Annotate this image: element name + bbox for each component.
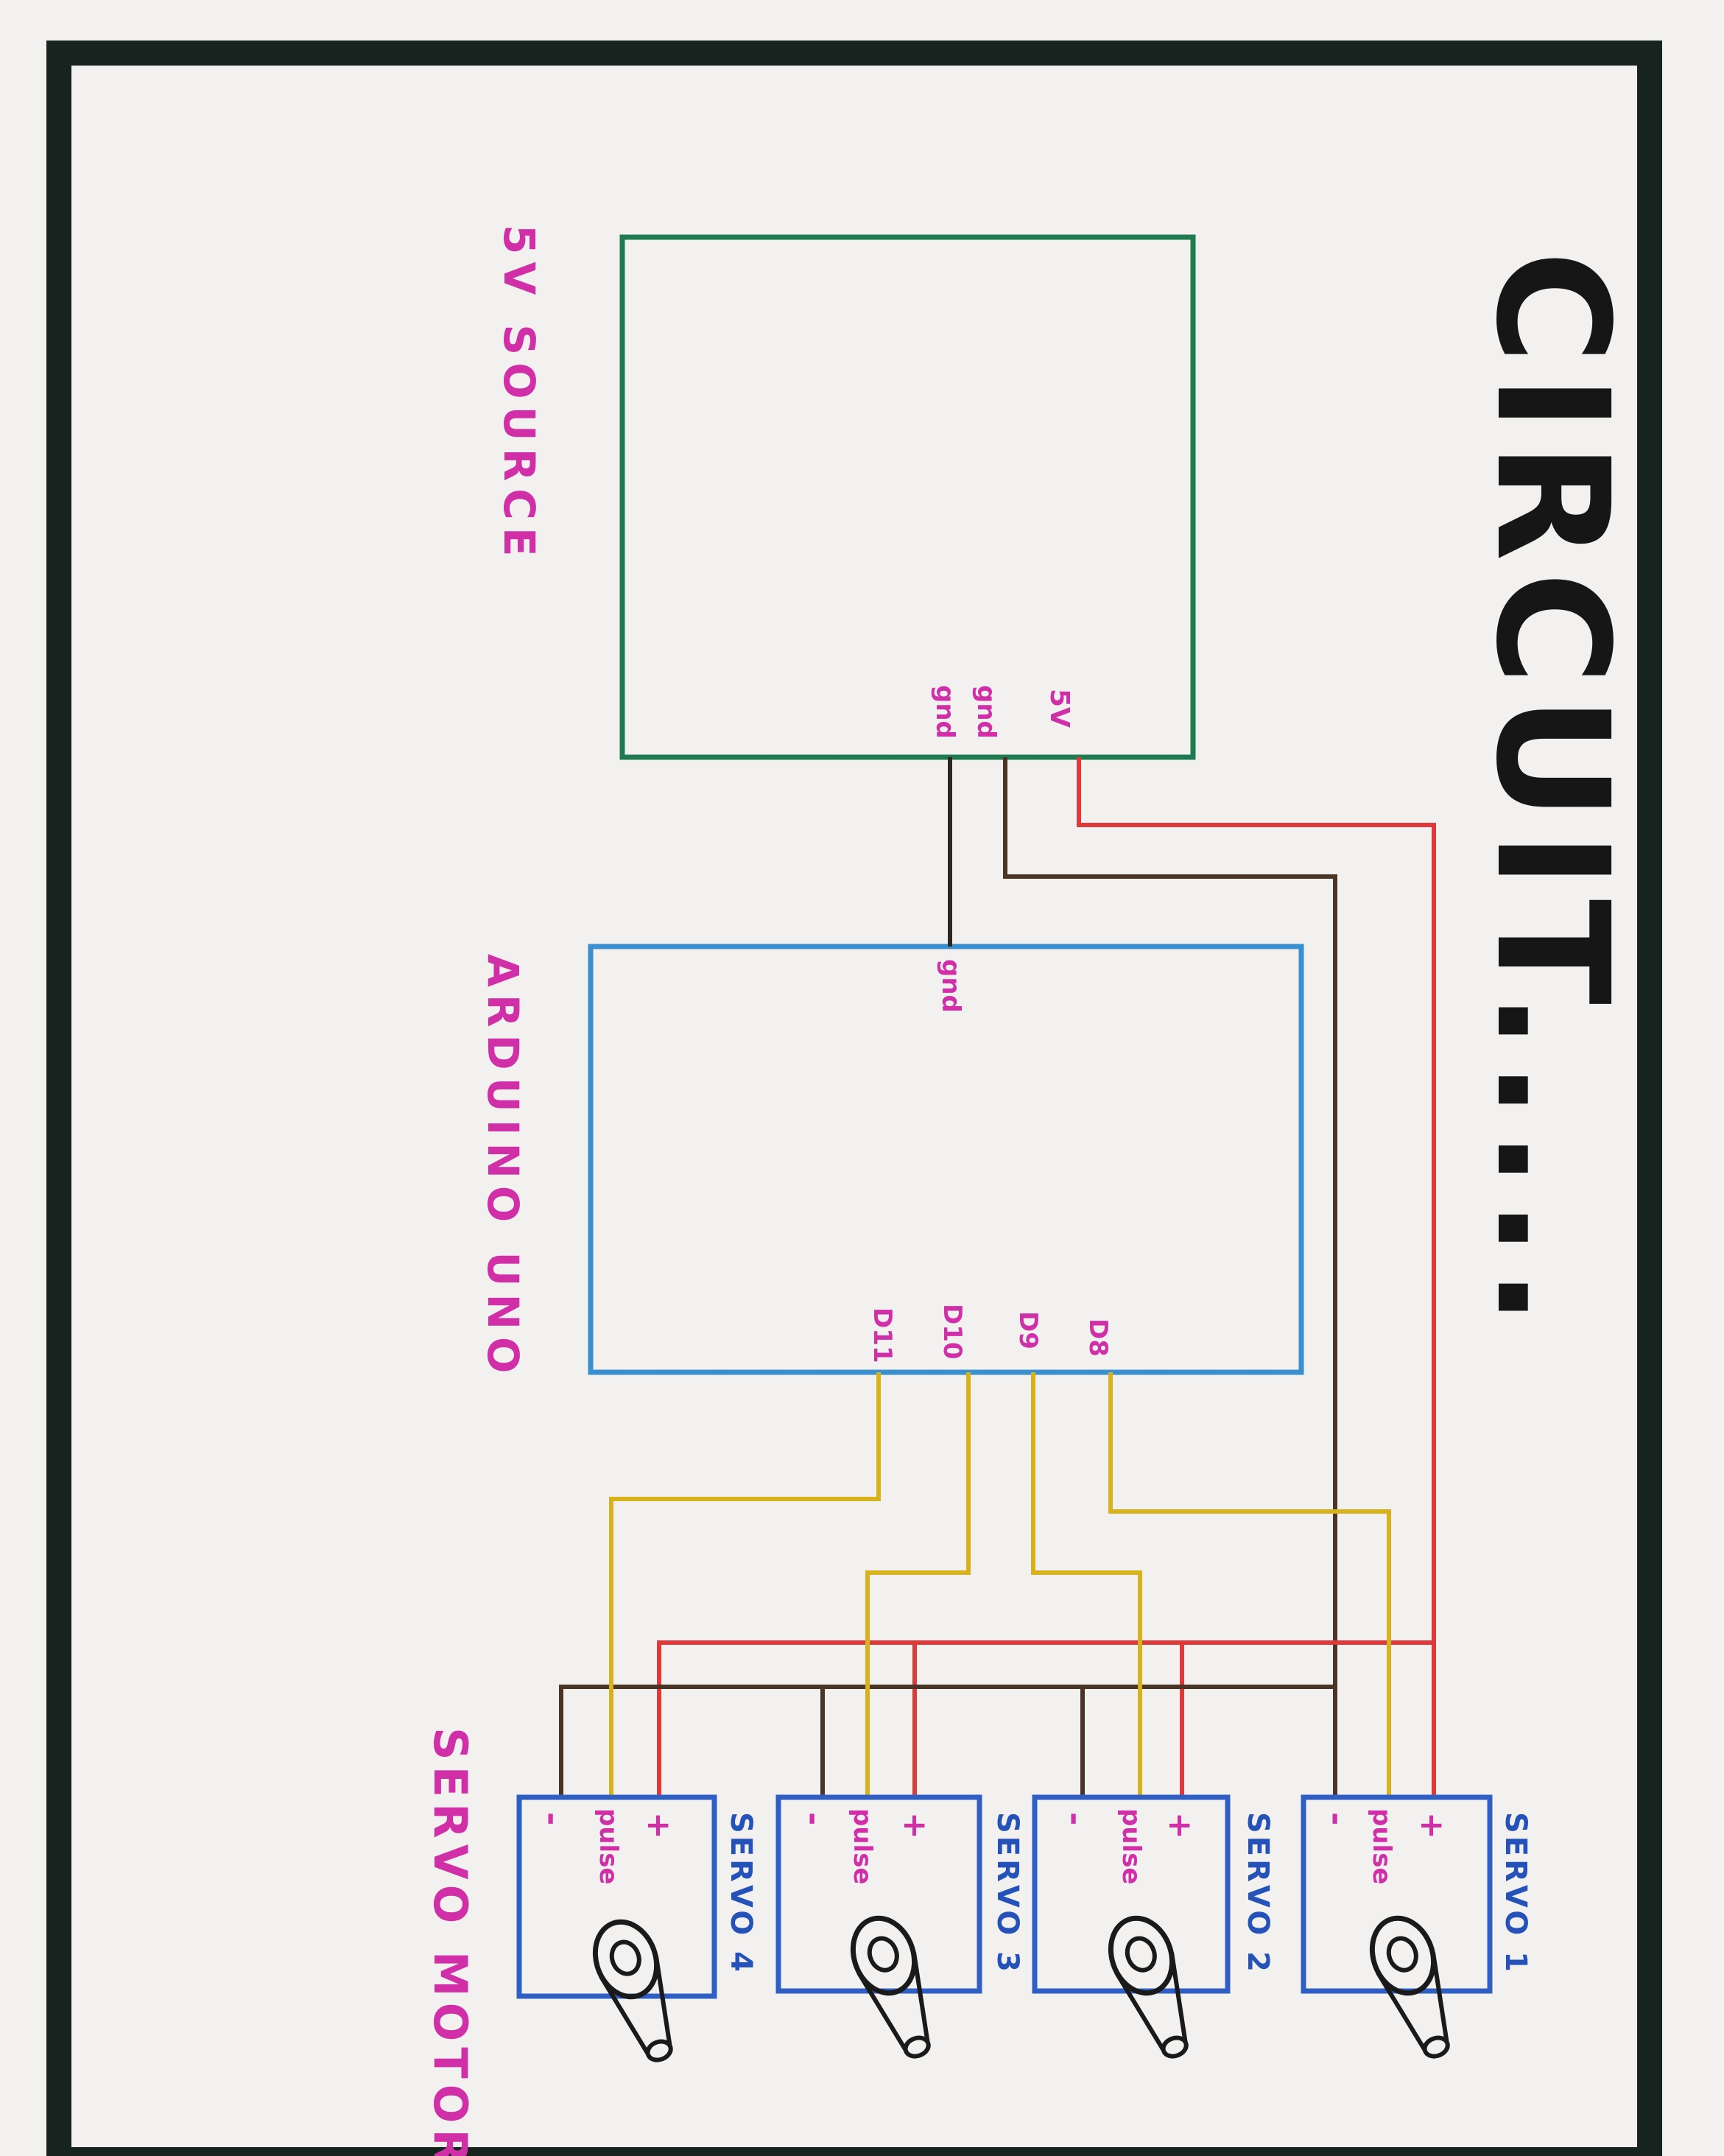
arduino-pin-gnd: gnd <box>936 959 965 1013</box>
servo-minus-pin: - <box>1317 1812 1355 1825</box>
servo-3: + pulse - SERVO 3 <box>775 1794 1024 2059</box>
servo-pulse-pin: pulse <box>1116 1808 1146 1885</box>
power-source-box <box>619 234 1196 760</box>
servo-horn-icon <box>1369 1915 1450 2059</box>
page-title: CIRCUIT..... <box>1462 250 1642 1337</box>
servo-box <box>516 1794 717 1999</box>
arduino-box <box>588 944 1304 1375</box>
arduino-pin-d11: D11 <box>868 1307 897 1363</box>
wire-signal-d8 <box>1108 1372 1391 1797</box>
wire-signal-d10 <box>865 1372 971 1797</box>
arduino-pin-d8: D8 <box>1083 1318 1113 1357</box>
paper-frame <box>46 41 1662 2156</box>
arduino-pin-d9: D9 <box>1013 1311 1043 1349</box>
wire-signal-d11 <box>609 1372 881 1797</box>
servo-horn-icon <box>850 1915 931 2059</box>
servo-pulse-pin: pulse <box>848 1808 877 1885</box>
servo-name: SERVO 1 <box>1499 1812 1533 1975</box>
wire-gnd-main <box>1003 757 1337 1797</box>
servo-minus-pin: - <box>1056 1812 1094 1825</box>
power-pin-gnd-2: gnd <box>930 685 960 739</box>
servo-name: SERVO 2 <box>1241 1812 1275 1975</box>
wire-signal-d9 <box>1031 1372 1142 1797</box>
wire-5v-main <box>1077 757 1436 1797</box>
wire-gnd-bus <box>559 1685 1335 1797</box>
servo-1: + pulse - SERVO 1 <box>1301 1794 1533 2059</box>
wire-5v-bus <box>657 1640 1434 1797</box>
servo-name: SERVO 3 <box>991 1812 1024 1975</box>
servo-plus-pin: + <box>640 1812 678 1839</box>
power-pin-gnd-1: gnd <box>971 685 1001 739</box>
servo-horn-icon <box>592 1919 673 2062</box>
power-source-label: 5V SOURCE <box>494 225 544 563</box>
power-pin-5v: 5V <box>1044 689 1074 728</box>
arduino-pin-d10: D10 <box>937 1304 967 1360</box>
servo-plus-pin: + <box>896 1812 934 1839</box>
servo-plus-pin: + <box>1161 1812 1199 1839</box>
servo-plus-pin: + <box>1413 1812 1451 1839</box>
servo-horn-icon <box>1108 1915 1189 2059</box>
servo-name: SERVO 4 <box>724 1812 758 1975</box>
servo-minus-pin: - <box>795 1812 832 1825</box>
arduino-label: ARDUINO UNO <box>478 954 528 1380</box>
servo-2: + pulse - SERVO 2 <box>1032 1794 1275 2059</box>
servo-minus-pin: - <box>533 1812 571 1825</box>
servo-pulse-pin: pulse <box>1367 1808 1396 1885</box>
servo-motors-label: SERVO MOTORS. <box>423 1727 477 2156</box>
servo-pulse-pin: pulse <box>594 1808 623 1885</box>
servo-4: + pulse - SERVO 4 <box>516 1794 758 2062</box>
servo-box <box>775 1794 982 1994</box>
